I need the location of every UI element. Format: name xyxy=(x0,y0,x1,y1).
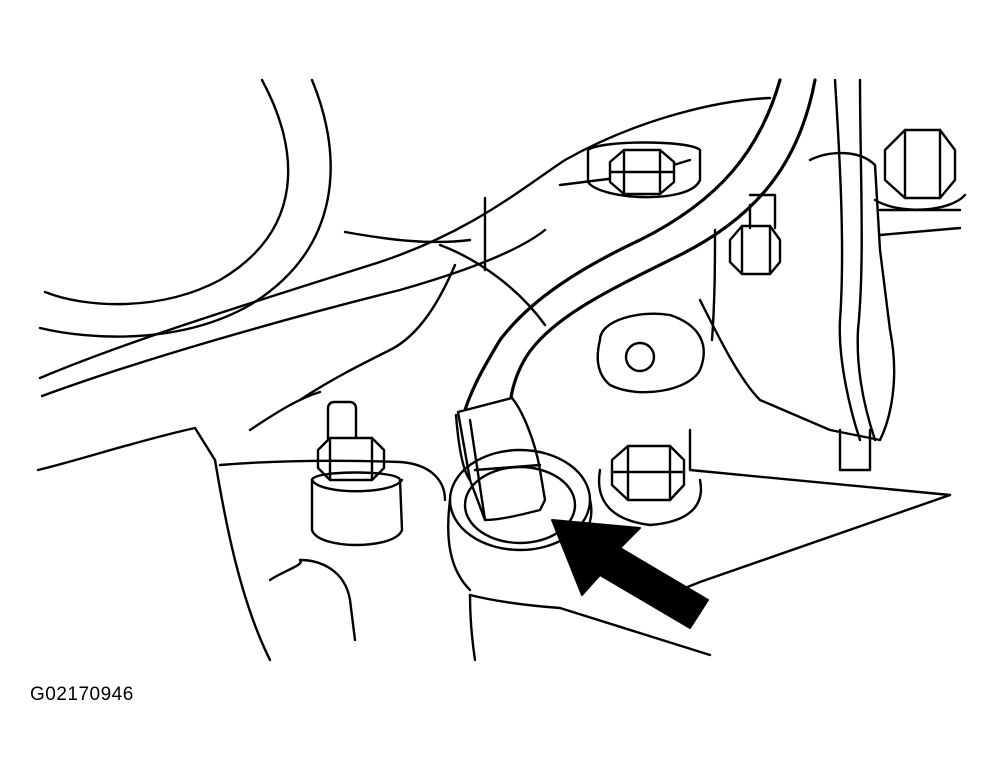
figure-id-label: G02170946 xyxy=(30,684,134,705)
flange-bracket xyxy=(38,96,772,432)
right-housing xyxy=(688,151,962,497)
housing-circle xyxy=(38,78,332,338)
sensor-connector xyxy=(454,396,547,522)
upper-bolt xyxy=(586,141,702,199)
sensor-boss xyxy=(447,448,593,592)
upper-right-bolt xyxy=(873,128,967,211)
wire-harness xyxy=(460,78,877,442)
right-stud-bolt xyxy=(728,193,782,276)
indicator-arrow xyxy=(551,519,709,629)
lower-right-bolt xyxy=(597,444,703,527)
boss-with-hole xyxy=(596,312,705,394)
left-stud-bolt xyxy=(310,400,404,547)
